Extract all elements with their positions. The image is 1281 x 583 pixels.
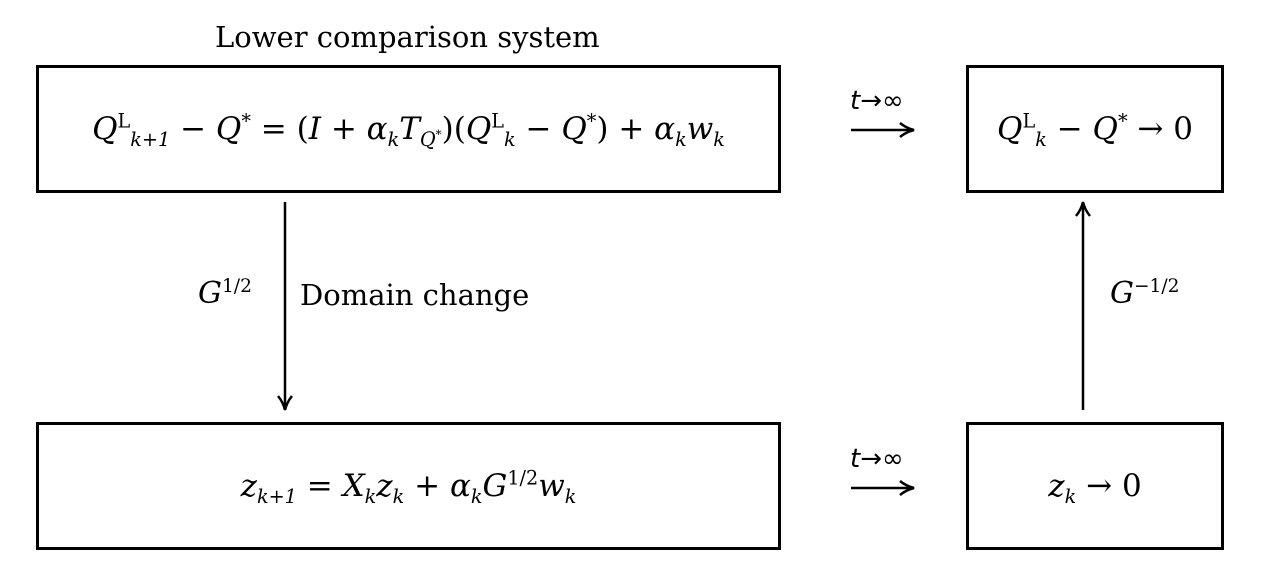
lower-comparison-equation: QLk+1 − Q* = (I + αkTQ*)(QLk − Q*) + αkw… xyxy=(92,109,725,152)
q-convergence-box: QLk − Q* → 0 xyxy=(966,65,1224,193)
domain-change-label: Domain change xyxy=(300,278,530,312)
q-convergence-expression: QLk − Q* → 0 xyxy=(997,109,1193,152)
inverse-change-up-arrow xyxy=(1075,201,1091,410)
domain-change-down-arrow xyxy=(277,202,293,411)
z-system-box: zk+1 = Xkzk + αkG1/2wk xyxy=(36,422,781,550)
z-system-equation: zk+1 = Xkzk + αkG1/2wk xyxy=(240,466,577,509)
down-arrow-transform-label: G1/2 xyxy=(198,276,252,311)
top-horizontal-arrow xyxy=(851,122,915,138)
z-convergence-box: zk → 0 xyxy=(966,422,1224,550)
z-convergence-expression: zk → 0 xyxy=(1048,468,1142,509)
top-arrow-label: t→∞ xyxy=(850,86,904,116)
diagram-title: Lower comparison system xyxy=(215,20,600,54)
bottom-arrow-label: t→∞ xyxy=(850,444,904,474)
lower-comparison-system-box: QLk+1 − Q* = (I + αkTQ*)(QLk − Q*) + αkw… xyxy=(36,65,781,193)
up-arrow-transform-label: G−1/2 xyxy=(1110,276,1180,311)
bottom-horizontal-arrow xyxy=(851,480,915,496)
